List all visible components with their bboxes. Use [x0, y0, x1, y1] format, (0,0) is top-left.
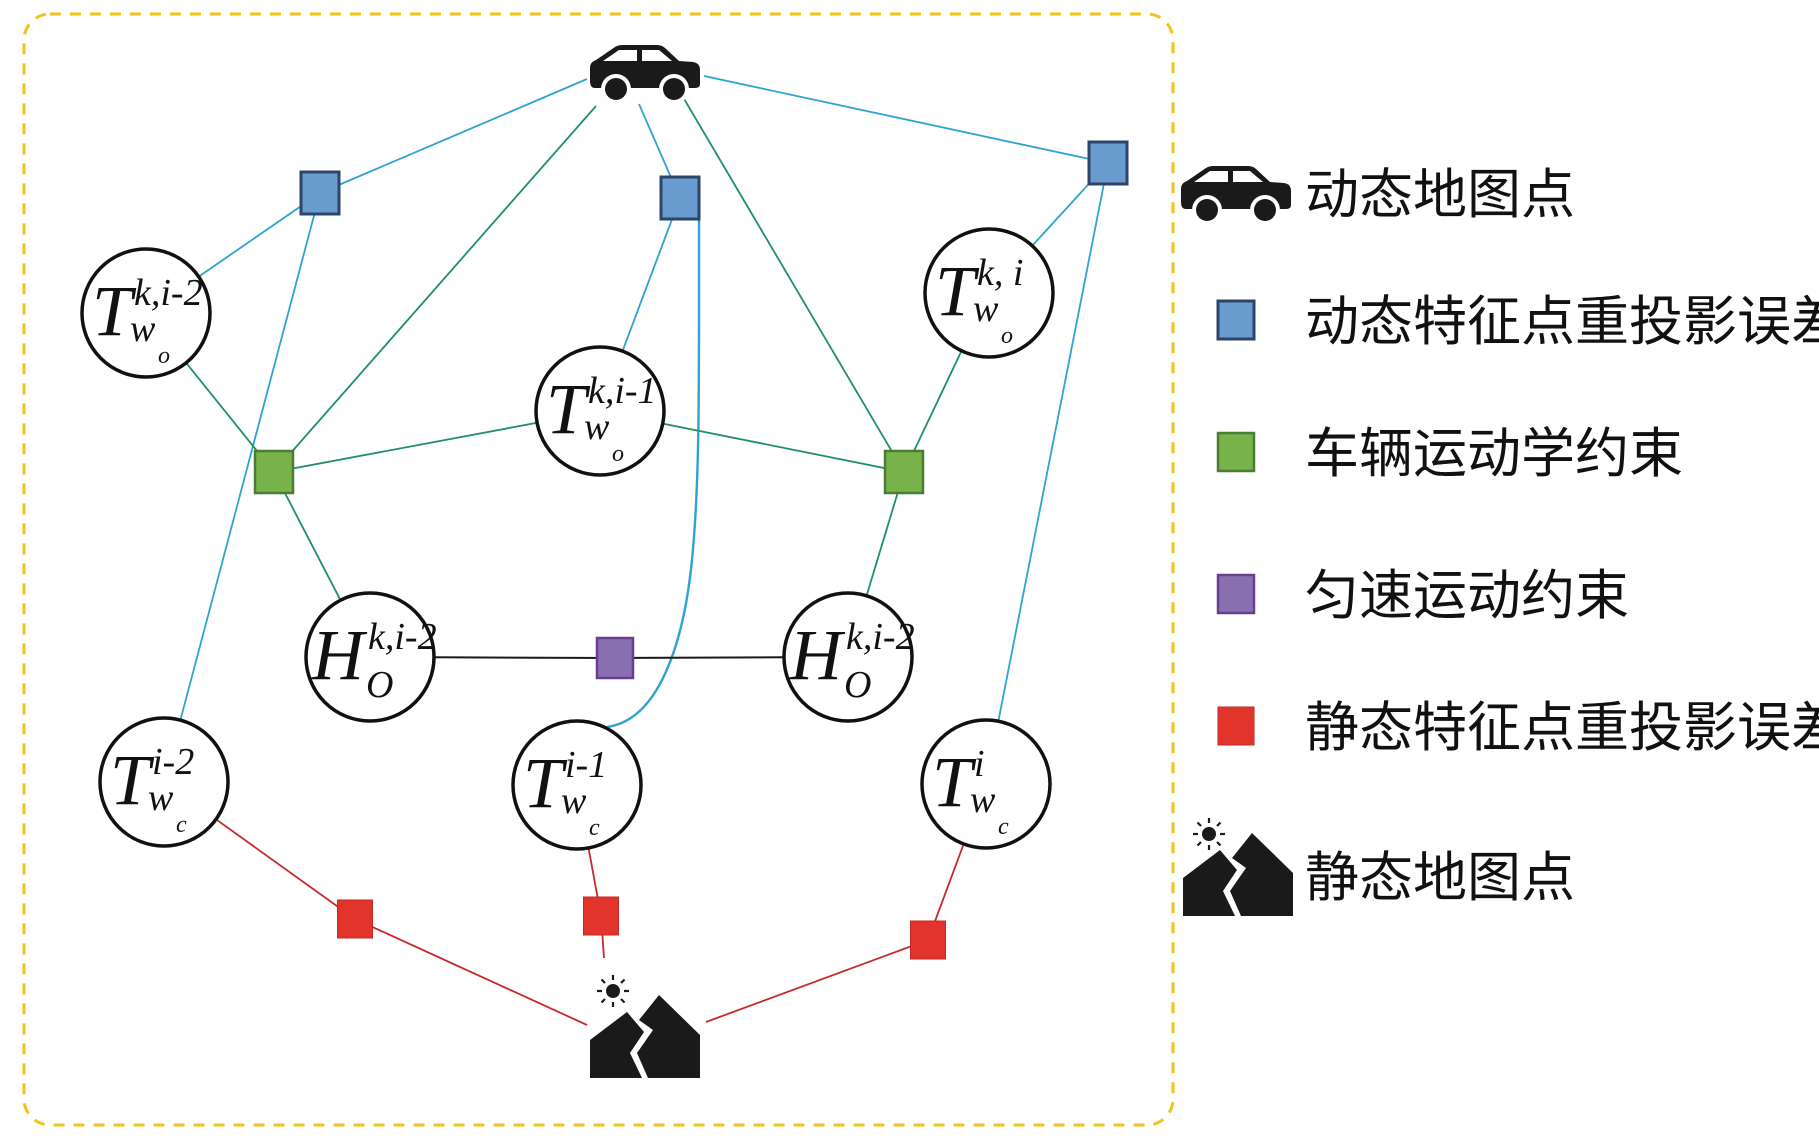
car-icon [1181, 166, 1291, 225]
edge-dynamic_map_point-kin_2 [679, 91, 905, 473]
sun-icon [1191, 816, 1227, 852]
vehicle-kinematics-factor-kin_2 [883, 449, 925, 495]
node-circle [534, 345, 666, 477]
legend-item: 静态特征点重投影误差 [1217, 696, 1819, 759]
edge-kin_1-T_wo_ki-1 [273, 421, 538, 473]
legend-label: 车辆运动学约束 [1305, 422, 1683, 485]
node-circle [923, 227, 1055, 359]
node-base-symbol: T [523, 743, 568, 823]
factors-layer [253, 140, 1129, 960]
node-base-symbol: T [110, 740, 155, 820]
node-circle [920, 718, 1052, 850]
node-superscript: k, i [977, 252, 1023, 294]
static-reprojection-factor-static_reproj_1 [337, 899, 373, 939]
node-superscript: k,i-1 [588, 370, 657, 412]
node-superscript: i-1 [565, 744, 607, 786]
node-base-symbol: T [546, 369, 591, 449]
node-circle [98, 716, 230, 848]
legend-label: 匀速运动约束 [1305, 564, 1629, 627]
red-square-icon [1217, 706, 1255, 746]
node-base-symbol: H [311, 615, 368, 695]
edge-dyn_reproj_2-T_wo_ki-1 [621, 197, 681, 352]
diagram-frame [22, 12, 1175, 1127]
node-circle [304, 591, 436, 723]
node-base-symbol: T [932, 742, 977, 822]
node-subscript: w [973, 288, 999, 330]
node-subscript: w [148, 777, 174, 819]
edge-dynamic_map_point-dyn_reproj_1 [319, 78, 588, 194]
node-sub-subscript: c [589, 815, 600, 841]
node-subscript: w [970, 779, 996, 821]
purple-square-icon [1216, 573, 1256, 615]
node-subscript: O [366, 664, 393, 706]
node-superscript: k,i-2 [368, 616, 437, 658]
node-base-symbol: H [789, 615, 846, 695]
edge-T_wo_ki-1-kin_2 [662, 422, 905, 473]
legend-item: 动态特征点重投影误差 [1216, 290, 1819, 353]
node-superscript: k,i-2 [846, 616, 915, 658]
edge-T_wc_i-2-static_reproj_1 [215, 818, 356, 920]
mountain-icon [1183, 833, 1293, 916]
edge-static_reproj_3-static_map_point [705, 939, 929, 1023]
sun-icon [595, 973, 631, 1009]
node-sub-subscript: c [998, 814, 1009, 840]
node-base-symbol: T [92, 271, 137, 351]
edge-static_reproj_1-static_map_point [354, 918, 588, 1026]
node-subscript: w [584, 406, 610, 448]
node-superscript: i [974, 743, 985, 785]
legend-label: 静态特征点重投影误差 [1305, 696, 1819, 759]
dynamic-reprojection-factor-dyn_reproj_2 [659, 175, 701, 221]
node-sub-subscript: o [612, 441, 624, 467]
edge-H_o_ki-2_left-uniform_1 [433, 656, 616, 659]
legend-item: 匀速运动约束 [1216, 564, 1629, 627]
node-sub-subscript: o [158, 343, 170, 369]
node-circle [782, 591, 914, 723]
edge-dyn_reproj_2-T_wc_i-1 [606, 218, 701, 729]
mountain-icon [590, 995, 700, 1078]
edge-dyn_reproj_3-T_wc_i [997, 162, 1109, 722]
legend-item: 动态地图点 [1181, 163, 1575, 226]
node-circle [80, 247, 212, 379]
node-superscript: i-2 [152, 741, 194, 783]
node-circle [511, 719, 643, 851]
node-sub-subscript: o [1001, 323, 1013, 349]
node-superscript: k,i-2 [134, 272, 203, 314]
legend-item: 车辆运动学约束 [1216, 422, 1683, 485]
node-subscript: O [844, 664, 871, 706]
car-icon [590, 45, 700, 104]
node-subscript: w [561, 780, 587, 822]
legend-label: 静态地图点 [1305, 846, 1575, 909]
node-subscript: w [130, 308, 156, 350]
uniform-motion-factor-uniform_1 [595, 636, 635, 680]
node-base-symbol: T [935, 251, 980, 331]
dynamic-reprojection-factor-dyn_reproj_1 [299, 170, 341, 216]
legend: 动态地图点动态特征点重投影误差车辆运动学约束匀速运动约束静态特征点重投影误差静态… [1181, 163, 1819, 916]
edge-dyn_reproj_1-T_wc_i-2 [179, 192, 321, 721]
static-reprojection-factor-static_reproj_2 [583, 896, 619, 936]
edge-dynamic_map_point-dyn_reproj_3 [703, 75, 1109, 164]
node-sub-subscript: c [176, 812, 187, 838]
dynamic-reprojection-factor-dyn_reproj_3 [1087, 140, 1129, 186]
legend-label: 动态地图点 [1305, 163, 1575, 226]
green-square-icon [1216, 431, 1256, 473]
blue-square-icon [1216, 299, 1256, 341]
vehicle-kinematics-factor-kin_1 [253, 449, 295, 495]
edges-layer [179, 75, 1109, 1026]
legend-item: 静态地图点 [1183, 816, 1575, 916]
static-reprojection-factor-static_reproj_3 [910, 920, 946, 960]
edge-dynamic_map_point-kin_1 [273, 105, 597, 473]
legend-label: 动态特征点重投影误差 [1305, 290, 1819, 353]
edge-uniform_1-H_o_ki-2_right [614, 656, 785, 659]
